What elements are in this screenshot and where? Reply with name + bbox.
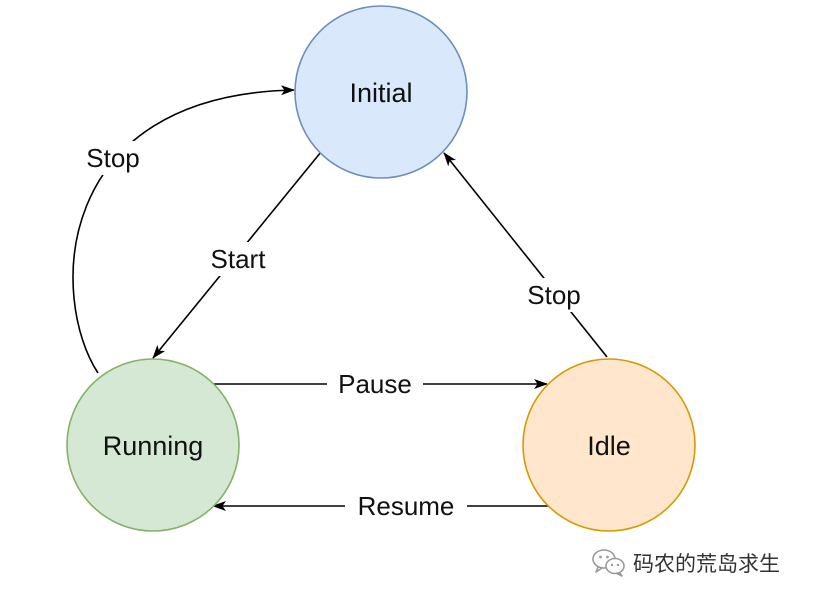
state-running-circle — [66, 358, 240, 532]
edge-label-pause: Pause — [327, 367, 423, 401]
state-idle[interactable]: Idle — [522, 358, 696, 532]
edge-stop-running-to-initial[interactable] — [72, 85, 295, 374]
edge-label-stop-left-text: Stop — [86, 143, 140, 173]
watermark: 码农的荒岛求生 — [591, 547, 780, 579]
edge-label-resume: Resume — [345, 489, 467, 523]
state-idle-circle — [522, 358, 696, 532]
edge-label-pause-text: Pause — [338, 369, 412, 399]
state-running-label: Running — [103, 431, 204, 461]
state-initial[interactable]: Initial — [294, 5, 468, 179]
edge-label-stop-left: Stop — [78, 141, 148, 175]
edge-label-stop-right: Stop — [518, 278, 590, 312]
state-idle-label: Idle — [587, 431, 631, 461]
edge-label-stop-right-text: Stop — [527, 280, 581, 310]
state-running[interactable]: Running — [66, 358, 240, 532]
edge-stop-idle-to-initial[interactable] — [443, 152, 608, 358]
state-initial-circle — [294, 5, 468, 179]
state-initial-label: Initial — [349, 78, 412, 108]
wechat-icon — [592, 549, 625, 577]
edge-label-start-text: Start — [211, 244, 267, 274]
watermark-text: 码农的荒岛求生 — [633, 552, 780, 576]
edge-label-start: Start — [201, 242, 275, 276]
edge-label-resume-text: Resume — [358, 491, 455, 521]
